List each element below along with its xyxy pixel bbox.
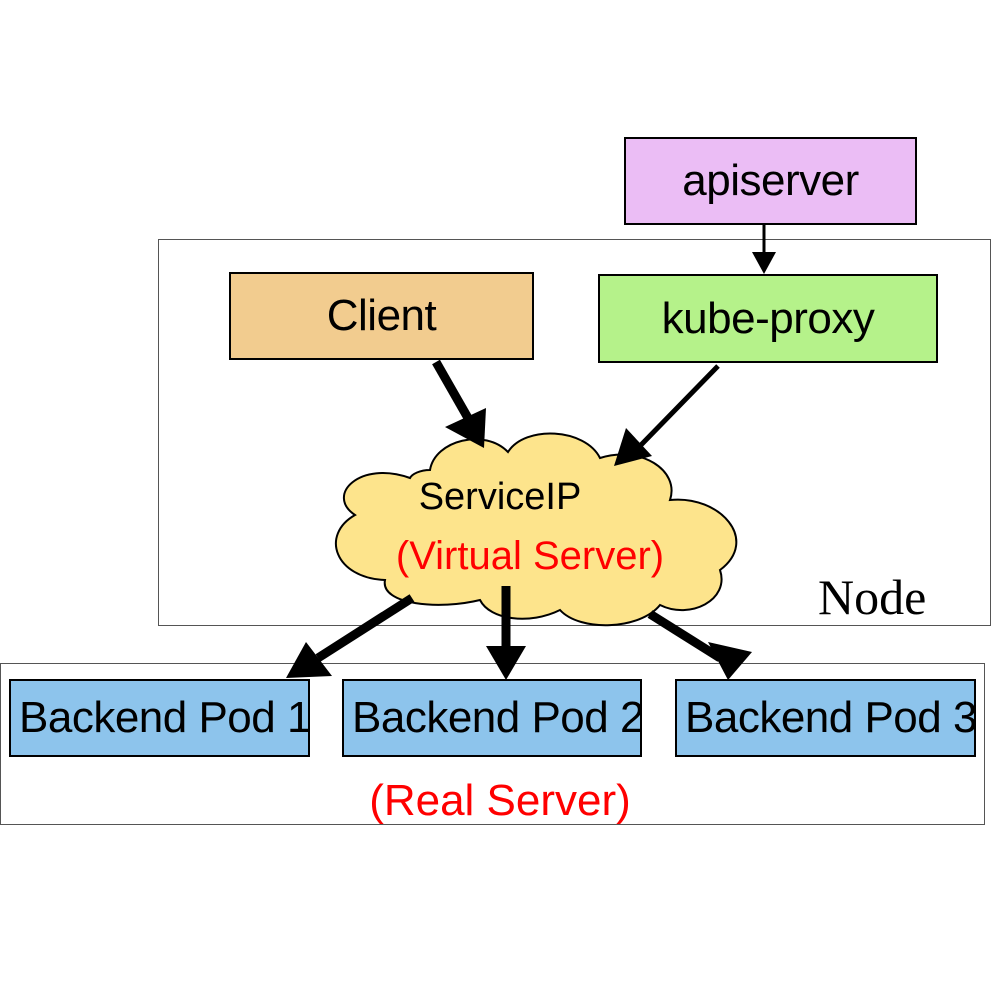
service-ip-label: ServiceIP	[418, 476, 582, 518]
backend-pod-3-label: Backend Pod 3	[685, 693, 976, 742]
client-label: Client	[326, 291, 437, 340]
backend-pod-2-label: Backend Pod 2	[352, 693, 642, 742]
client-box[interactable]: Client	[229, 272, 534, 360]
node-label: Node	[818, 569, 927, 625]
backend-pod-1-box[interactable]: Backend Pod 1	[9, 679, 310, 757]
apiserver-box[interactable]: apiserver	[624, 137, 917, 225]
backend-pod-2-box[interactable]: Backend Pod 2	[342, 679, 642, 757]
kube-proxy-label: kube-proxy	[661, 293, 875, 343]
cloud-shape	[335, 432, 738, 627]
backend-pod-1-label: Backend Pod 1	[19, 693, 310, 742]
backend-pod-3-box[interactable]: Backend Pod 3	[675, 679, 976, 757]
real-server-label: (Real Server)	[369, 776, 631, 825]
virtual-server-label: (Virtual Server)	[395, 534, 665, 578]
node-frame	[158, 239, 991, 626]
kube-proxy-box[interactable]: kube-proxy	[598, 274, 938, 363]
apiserver-label: apiserver	[682, 156, 859, 205]
